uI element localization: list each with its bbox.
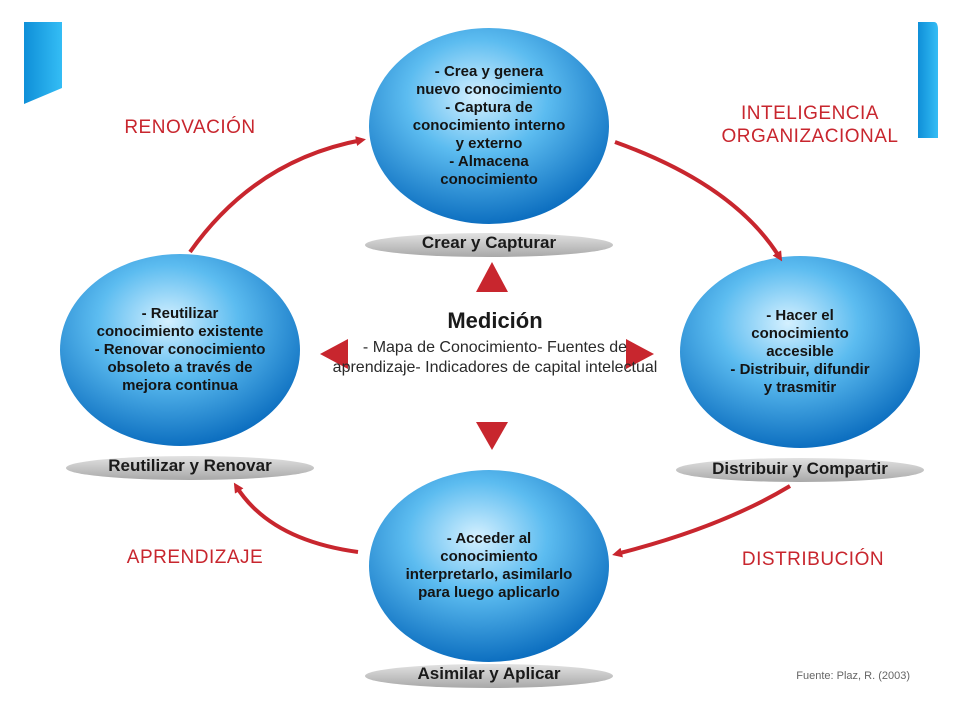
ellipse-top [369, 28, 609, 224]
arrow-right-to-bottom [612, 484, 792, 558]
stage-inteligencia-line-1: INTELIGENCIA [741, 103, 879, 124]
text-line: - Hacer el [766, 307, 834, 324]
stage-renovacion: RENOVACIÓN [124, 117, 256, 138]
ellipse-right [680, 256, 920, 448]
phase-label-top: Crear y Capturar [421, 233, 557, 252]
text-line: obsoleto a través de [107, 359, 253, 376]
text-line: - Fuentes de aprendizaje [332, 339, 628, 376]
text-line: nuevo conocimiento [416, 81, 562, 98]
phase-label-left: Reutilizar y Renovar [108, 456, 272, 475]
text-line: accesible [766, 343, 834, 360]
text-line: conocimiento [751, 325, 849, 342]
phase-label-bottom: Asimilar y Aplicar [417, 664, 561, 683]
stage-aprendizaje: APRENDIZAJE [126, 547, 264, 568]
triangle-down [476, 422, 508, 450]
stage-inteligencia-line-2: ORGANIZACIONAL [721, 126, 899, 147]
text-line: interpretarlo, asimilarlo [405, 566, 573, 583]
text-line: conocimiento interno [412, 117, 566, 134]
shadow-top [365, 233, 613, 257]
arrow-bottom-to-left [233, 482, 359, 554]
ellipse-left [60, 254, 300, 446]
text-line: - Almacena [449, 153, 529, 170]
center-title: Medición [447, 308, 543, 333]
text-line: - Indicadores de capital intelectual [415, 359, 658, 376]
phase-label-right: Distribuir y Compartir [712, 459, 888, 478]
text-line: mejora continua [122, 377, 238, 394]
center-items: - Mapa de Conocimiento- Fuentes de apren… [330, 338, 660, 378]
text-line: y trasmitir [763, 379, 837, 396]
arrow-left-to-top [188, 136, 366, 254]
shadow-left [66, 456, 314, 480]
text-line: conocimiento existente [96, 323, 264, 340]
arrow-top-to-right [614, 140, 783, 262]
text-line: conocimiento [440, 171, 538, 188]
triangle-right [626, 339, 654, 369]
shadow-right [676, 458, 924, 482]
text-line: - Reutilizar [141, 305, 219, 322]
text-line: y externo [455, 135, 523, 152]
triangle-up [476, 262, 508, 292]
text-line: - Distribuir, difundir [730, 361, 870, 378]
triangle-left [320, 339, 348, 369]
text-line: para luego aplicarlo [418, 584, 560, 601]
source-citation: Fuente: Plaz, R. (2003) [796, 670, 910, 682]
stage-inteligencia: INTELIGENCIA ORGANIZACIONAL [700, 102, 920, 148]
text-line: - Captura de [445, 99, 533, 116]
shadow-bottom [365, 664, 613, 688]
ellipse-bottom [369, 470, 609, 662]
text-line: - Acceder al [446, 530, 532, 547]
slide-accent-right [918, 22, 938, 138]
stage-distribucion: DISTRIBUCIÓN [741, 549, 885, 570]
slide-accent-left [24, 22, 62, 104]
text-line: conocimiento [440, 548, 538, 565]
text-line: - Renovar conocimiento [94, 341, 266, 358]
text-line: - Crea y genera [434, 63, 544, 80]
text-line: - Mapa de Conocimiento [362, 339, 538, 356]
